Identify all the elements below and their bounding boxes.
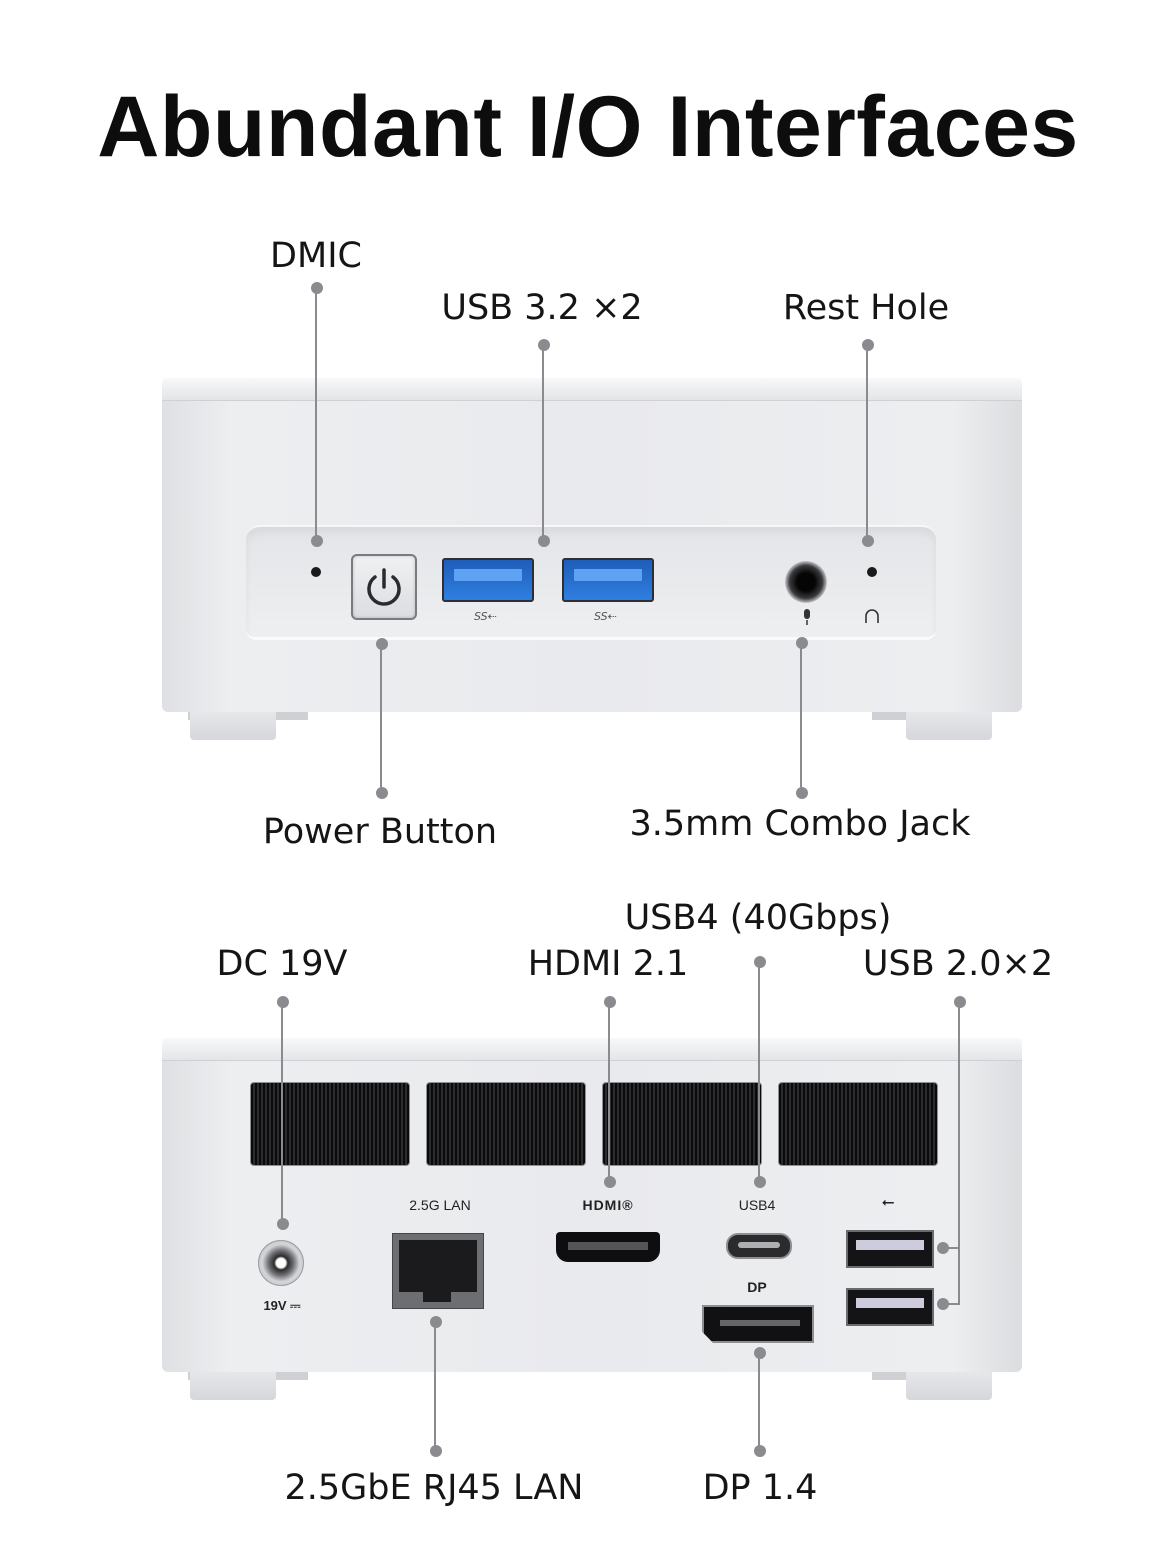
callout-line-usb4	[758, 962, 760, 1182]
label-usb4: USB4 (40Gbps)	[624, 898, 892, 938]
callout-pin-jack-top	[796, 637, 808, 649]
combo-jack	[785, 561, 827, 603]
rj45-lan-port	[392, 1233, 484, 1309]
callout-pin-hdmi-top	[604, 996, 616, 1008]
callout-line-rest-hole	[866, 345, 868, 541]
usb20-port-2	[846, 1288, 934, 1326]
callout-line-dc	[281, 1002, 283, 1224]
callout-pin-usb20-b	[937, 1298, 949, 1310]
callout-pin-dmic-top	[311, 282, 323, 294]
dc-power-jack	[258, 1240, 304, 1286]
callout-pin-usb32-top	[538, 339, 550, 351]
callout-pin-rest-top	[862, 339, 874, 351]
callout-pin-dp-bottom	[754, 1445, 766, 1457]
callout-line-dp	[758, 1353, 760, 1451]
vent-grille-2	[426, 1082, 586, 1166]
label-hdmi: HDMI 2.1	[527, 944, 689, 984]
callout-line-hdmi	[608, 1002, 610, 1182]
ss-usb-icon-2: SS⇠	[594, 610, 617, 623]
usb-icon: ⭠	[881, 1194, 895, 1211]
headphone-icon	[865, 609, 879, 623]
microphone-icon	[804, 609, 810, 625]
usb4-port-tag: USB4	[738, 1197, 776, 1213]
page-title: Abundant I/O Interfaces	[97, 79, 1079, 175]
label-dp: DP 1.4	[702, 1468, 818, 1508]
callout-pin-lan-top	[430, 1316, 442, 1328]
back-foot-right	[906, 1372, 992, 1400]
dp-port-tag: DP	[747, 1279, 767, 1295]
callout-branch-usb20-1	[942, 1247, 960, 1249]
usb20-port-1	[846, 1230, 934, 1268]
callout-pin-usb4-bottom	[754, 1176, 766, 1188]
vent-grille-3	[602, 1082, 762, 1166]
callout-pin-dc-top	[277, 996, 289, 1008]
callout-pin-usb20-a	[937, 1242, 949, 1254]
back-foot-left	[190, 1372, 276, 1400]
label-lan: 2.5GbE RJ45 LAN	[284, 1468, 584, 1508]
power-button[interactable]	[351, 554, 417, 620]
vent-grille-4	[778, 1082, 938, 1166]
callout-pin-rest-bottom	[862, 535, 874, 547]
label-usb32: USB 3.2 ×2	[441, 288, 643, 328]
usb32-port-1	[442, 558, 534, 602]
callout-pin-usb4-top	[754, 956, 766, 968]
callout-line-usb32	[542, 345, 544, 541]
callout-pin-jack-bottom	[796, 787, 808, 799]
reset-hole	[867, 567, 877, 577]
callout-line-lan	[434, 1322, 436, 1452]
ss-usb-icon-1: SS⇠	[474, 610, 497, 623]
callout-pin-hdmi-bottom	[604, 1176, 616, 1188]
power-icon	[367, 568, 401, 606]
callout-pin-lan-bottom	[430, 1445, 442, 1457]
hdmi-port	[556, 1232, 660, 1262]
front-foot-right	[906, 712, 992, 740]
callout-line-jack	[800, 643, 802, 793]
label-dmic: DMIC	[270, 236, 362, 276]
dmic-hole	[311, 567, 321, 577]
usb4-port	[726, 1233, 792, 1259]
callout-branch-usb20-2	[942, 1303, 960, 1305]
label-rest-hole: Rest Hole	[782, 288, 950, 328]
callout-pin-dc-bottom	[277, 1218, 289, 1230]
hdmi-logo: HDMI®	[582, 1197, 634, 1213]
vent-grille-1	[250, 1082, 410, 1166]
lan-port-tag: 2.5G LAN	[409, 1197, 471, 1213]
usb32-port-2	[562, 558, 654, 602]
callout-pin-power-top	[376, 638, 388, 650]
callout-line-usb20	[958, 1002, 960, 1304]
label-dc: DC 19V	[216, 944, 348, 984]
callout-pin-dmic-bottom	[311, 535, 323, 547]
front-foot-left	[190, 712, 276, 740]
label-usb20: USB 2.0×2	[862, 944, 1054, 984]
callout-pin-dp-top	[754, 1347, 766, 1359]
dc-port-tag: 19V ⎓	[263, 1298, 301, 1313]
callout-pin-power-bottom	[376, 787, 388, 799]
label-power-button: Power Button	[262, 812, 498, 852]
back-lid	[162, 1038, 1022, 1061]
front-lid	[162, 378, 1022, 401]
displayport-port	[702, 1305, 814, 1343]
callout-pin-usb20-top	[954, 996, 966, 1008]
callout-line-power	[380, 644, 382, 794]
callout-line-dmic	[315, 288, 317, 541]
callout-pin-usb32-bottom	[538, 535, 550, 547]
label-combo-jack: 3.5mm Combo Jack	[629, 804, 971, 844]
